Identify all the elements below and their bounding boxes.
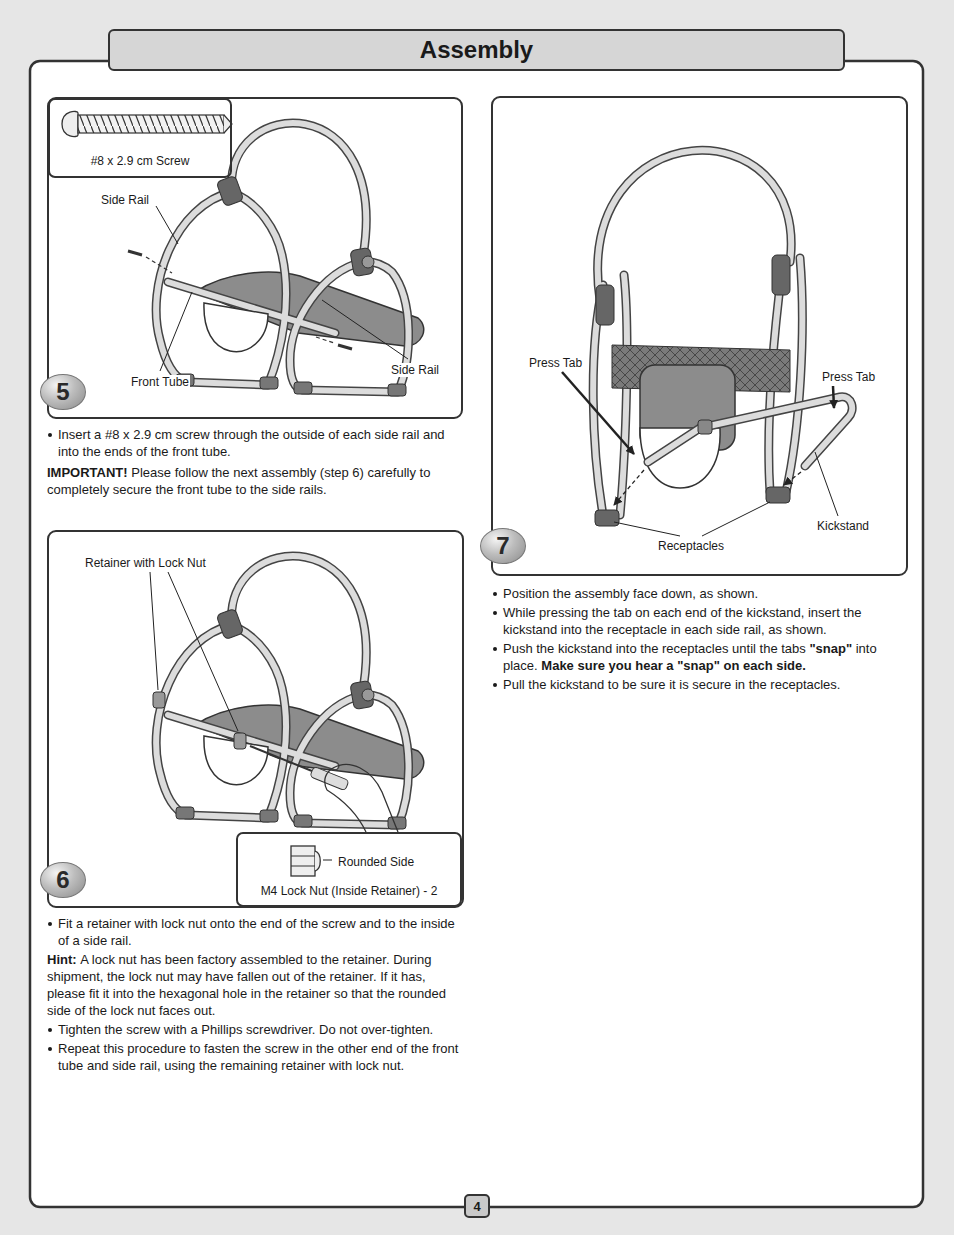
instruction-column: Position the assembly face down, as show… [492, 585, 900, 693]
emphasis-text: Make sure you hear a "snap" on each side… [541, 658, 805, 673]
bullet-dot [493, 592, 497, 596]
bullet-dot [493, 683, 497, 687]
bullet-item: Push the kickstand into the receptacles … [492, 640, 900, 674]
part-label: Press Tab [528, 356, 583, 370]
bullet-dot [48, 922, 52, 926]
instruction-column: Fit a retainer with lock nut onto the en… [47, 915, 465, 1074]
step-number: 5 [40, 374, 86, 410]
part-label: Kickstand [816, 519, 870, 533]
emphasis-text: "snap" [809, 641, 852, 656]
node-number: 4 [473, 1199, 480, 1214]
bullet-dot [48, 1047, 52, 1051]
instruction-text: A lock nut has been factory assembled to… [47, 952, 446, 1018]
inset-caption: M4 Lock Nut (Inside Retainer) - 2 [261, 884, 438, 898]
node-number: 6 [56, 866, 69, 894]
instruction-text: Position the assembly face down, as show… [503, 586, 758, 601]
bullet-item: Fit a retainer with lock nut onto the en… [47, 915, 465, 949]
bullet-item: Insert a #8 x 2.9 cm screw through the o… [47, 426, 465, 460]
emphasis-text: Hint: [47, 952, 77, 967]
bullet-item: Pull the kickstand to be sure it is secu… [492, 676, 900, 693]
part-label: Side Rail [390, 363, 440, 377]
bullet-item: Position the assembly face down, as show… [492, 585, 900, 602]
node-number: 5 [56, 378, 69, 406]
instruction-text: Insert a #8 x 2.9 cm screw through the o… [58, 427, 445, 459]
note-paragraph: IMPORTANT!Please follow the next assembl… [47, 464, 465, 498]
instruction-column: Insert a #8 x 2.9 cm screw through the o… [47, 426, 465, 498]
page-title: Assembly [420, 36, 533, 64]
instruction-text: Pull the kickstand to be sure it is secu… [503, 677, 840, 692]
locknut-inset: Rounded Side M4 Lock Nut (Inside Retainer… [236, 832, 462, 907]
instruction-text: Fit a retainer with lock nut onto the en… [58, 916, 455, 948]
step-number: 7 [480, 528, 526, 564]
emphasis-text: IMPORTANT! [47, 465, 128, 480]
bullet-item: While pressing the tab on each end of th… [492, 604, 900, 638]
node-number: 7 [496, 532, 509, 560]
part-label: Retainer with Lock Nut [84, 556, 207, 570]
part-label: Side Rail [100, 193, 150, 207]
instruction-text: While pressing the tab on each end of th… [503, 605, 861, 637]
inset-caption: #8 x 2.9 cm Screw [91, 154, 190, 168]
note-paragraph: Hint:A lock nut has been factory assembl… [47, 951, 465, 1019]
bullet-dot [48, 433, 52, 437]
bullet-dot [493, 611, 497, 615]
bullet-dot [493, 647, 497, 651]
part-label: Receptacles [657, 539, 725, 553]
bullet-item: Tighten the screw with a Phillips screwd… [47, 1021, 465, 1038]
step-number: 6 [40, 862, 86, 898]
inset-caption: Rounded Side [338, 855, 414, 869]
instruction-text: Push the kickstand into the receptacles … [503, 641, 806, 656]
page-number: 4 [464, 1194, 490, 1218]
instruction-text: Tighten the screw with a Phillips screwd… [58, 1022, 433, 1037]
part-label: Press Tab [821, 370, 876, 384]
screw-inset: #8 x 2.9 cm Screw [48, 98, 232, 178]
instruction-text: Repeat this procedure to fasten the scre… [58, 1041, 458, 1073]
bullet-dot [48, 1028, 52, 1032]
header-band: Assembly [108, 29, 845, 71]
bullet-item: Repeat this procedure to fasten the scre… [47, 1040, 465, 1074]
part-label: Front Tube [130, 375, 190, 389]
